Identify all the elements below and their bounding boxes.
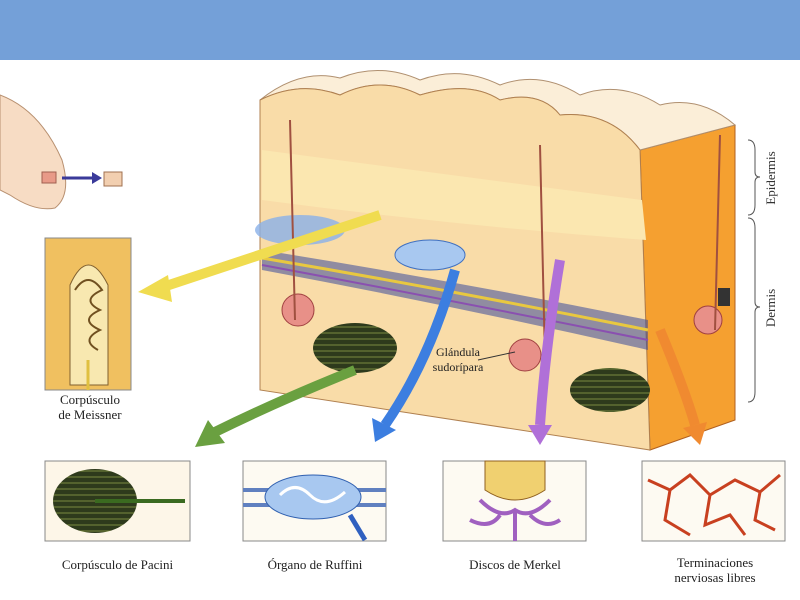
pacini-inset <box>44 460 191 542</box>
dermis-label: Dermis <box>763 288 778 328</box>
ruffini-inset <box>242 460 387 542</box>
arrow-pacini <box>195 365 357 447</box>
epidermis-label: Epidermis <box>763 151 778 205</box>
gland-label-line2: sudorípara <box>432 360 484 374</box>
skin-block <box>255 70 737 451</box>
meissner-label-line1: Corpúsculo <box>60 392 120 407</box>
free-endings-label-line1: Terminaciones <box>676 555 754 570</box>
meissner-label-line2: de Meissner <box>58 407 122 422</box>
arrow-meissner <box>138 210 382 302</box>
finger-illustration <box>0 94 123 210</box>
arrow-free-endings <box>655 328 707 445</box>
epidermis-bracket <box>747 139 761 216</box>
ruffini-label: Órgano de Ruffini <box>267 557 363 572</box>
merkel-inset <box>442 460 587 542</box>
arrow-merkel <box>528 259 565 445</box>
title-bar <box>0 0 800 60</box>
pacini-label: Corpúsculo de Pacini <box>61 557 174 572</box>
free-endings-inset <box>641 460 786 542</box>
merkel-label: Discos de Merkel <box>469 557 561 572</box>
meissner-inset <box>44 237 132 391</box>
dermis-bracket <box>747 217 761 403</box>
arrow-ruffini <box>372 268 460 442</box>
free-endings-label-line2: nerviosas libres <box>674 570 756 585</box>
gland-label-line1: Glándula <box>436 345 480 359</box>
